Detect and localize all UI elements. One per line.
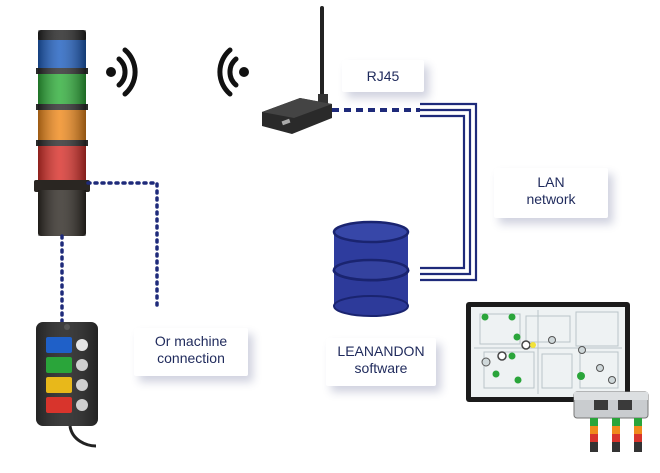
- call-yellow-key: [46, 377, 72, 393]
- rj45-label: RJ45: [342, 60, 424, 92]
- database-icon: [332, 220, 410, 317]
- call-blue-key: [46, 337, 72, 353]
- signal-tower: [34, 30, 90, 236]
- leanandon-software-label: LEANANDON software: [326, 338, 436, 386]
- software-label-line2: software: [354, 360, 408, 376]
- lan-label-line1: LAN: [537, 174, 565, 190]
- dashboard-screen: [466, 302, 630, 402]
- wireless-signal-icon-left: [217, 47, 249, 97]
- software-label-line1: LEANANDON: [337, 343, 425, 359]
- lan-label-line2: network: [526, 191, 576, 207]
- machine-connection-line: [86, 181, 159, 312]
- machine-label-line1: Or machine: [154, 333, 228, 349]
- lan-network-line: [420, 102, 478, 282]
- rj45-label-text: RJ45: [366, 68, 400, 84]
- lan-network-label: LAN network: [494, 168, 608, 218]
- io-module: [573, 391, 649, 452]
- call-red-key: [46, 397, 72, 413]
- mini-stack-light: [590, 418, 642, 452]
- call-green-key: [46, 357, 72, 373]
- call-station: [36, 322, 98, 448]
- machine-connection-label: Or machine connection: [134, 328, 248, 376]
- wifi-router: [262, 6, 332, 134]
- machine-label-line2: connection: [157, 350, 225, 366]
- wireless-signal-icon-right: [106, 47, 138, 97]
